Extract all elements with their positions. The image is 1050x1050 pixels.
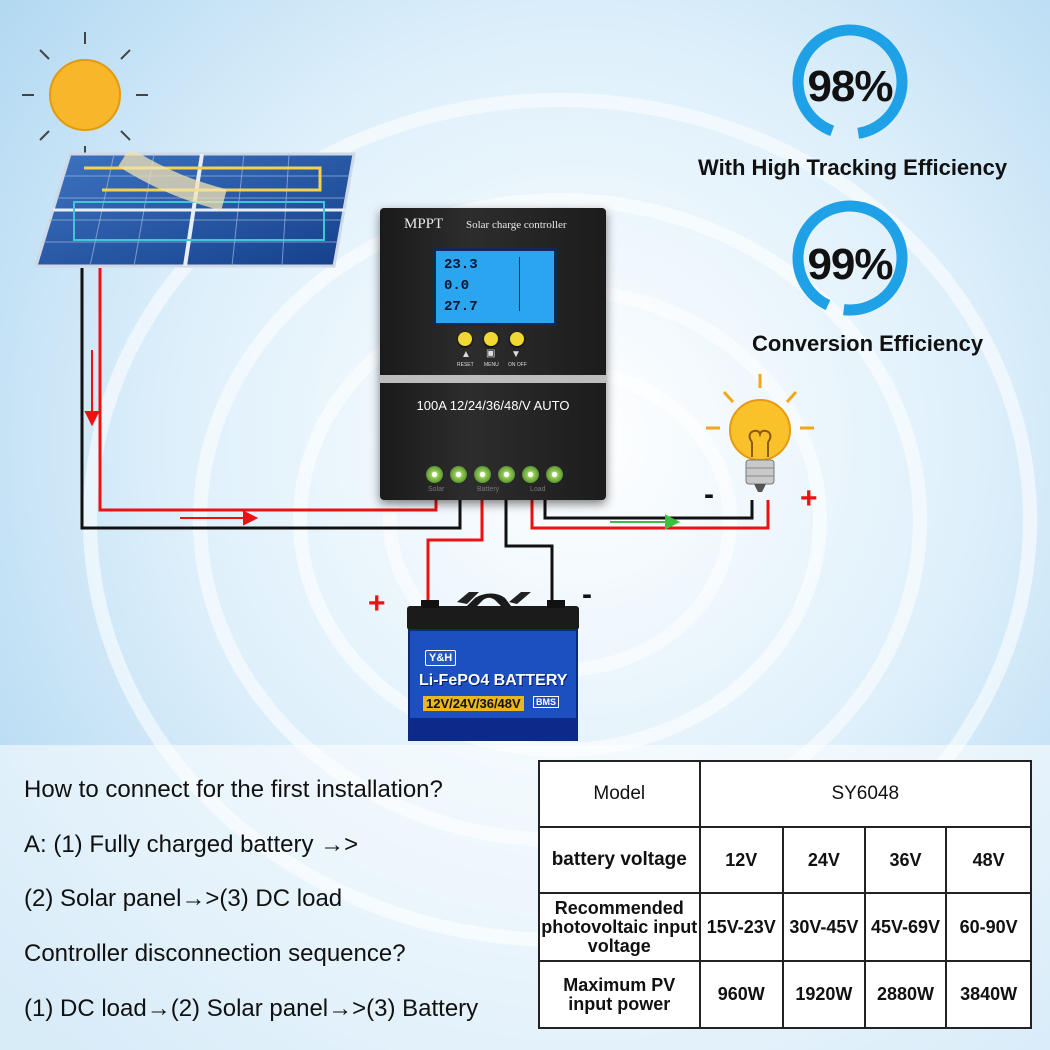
- row-label-cell: battery voltage: [538, 826, 701, 894]
- menu-label: MENU: [484, 362, 499, 368]
- solar-terminal-label: Solar: [428, 486, 445, 493]
- battery-terminal-label: Battery: [477, 486, 500, 493]
- table-cell: 1920W: [782, 960, 866, 1029]
- row-label-cell: Maximum PV input power: [538, 960, 701, 1029]
- table-row: Model SY6048: [538, 760, 1033, 828]
- load-terminal-positive[interactable]: [522, 466, 539, 483]
- lcd-row-3: 27.7: [444, 299, 478, 315]
- down-arrow-icon: ▼: [511, 349, 521, 360]
- table-cell: 3840W: [945, 960, 1032, 1029]
- efficiency-value-98: 98%: [807, 62, 893, 111]
- controller-title: Solar charge controller: [466, 219, 567, 231]
- lcd-row-2: 0.0: [444, 278, 470, 294]
- battery-minus-sign: -: [582, 578, 592, 611]
- menu-icon: ▣: [486, 348, 496, 359]
- table-cell: 60-90V: [945, 892, 1032, 962]
- table-cell: 30V-45V: [782, 892, 866, 962]
- battery-terminal-positive[interactable]: [474, 466, 491, 483]
- battery-terminal-negative[interactable]: [498, 466, 515, 483]
- efficiency-label-tracking: With High Tracking Efficiency: [698, 155, 1008, 180]
- lcd-row-1: 23.3: [444, 257, 478, 273]
- battery-bms-badge: BMS: [533, 696, 559, 708]
- up-arrow-icon: ▲: [461, 349, 471, 360]
- efficiency-ring-99: [792, 200, 908, 316]
- instruction-line-5: (1) DC load→(2) Solar panel→>(3) Battery: [24, 995, 479, 1022]
- instruction-line-2: A: (1) Fully charged battery →>: [24, 831, 359, 858]
- table-cell: 45V-69V: [863, 892, 948, 962]
- table-cell: 48V: [945, 826, 1032, 894]
- load-terminal-negative[interactable]: [546, 466, 563, 483]
- lcd-display: 23.3 0.0 27.7: [433, 248, 557, 326]
- instruction-line-1: How to connect for the first installatio…: [24, 776, 443, 803]
- solar-terminal-negative[interactable]: [450, 466, 467, 483]
- mppt-controller: MPPT Solar charge controller 23.3 0.0 27…: [380, 208, 606, 500]
- model-header-cell: Model: [538, 760, 701, 828]
- reset-button[interactable]: [458, 332, 472, 346]
- model-value-cell: SY6048: [698, 760, 1033, 828]
- sun-icon: [22, 32, 148, 158]
- solar-panel: [34, 152, 356, 268]
- table-cell: 960W: [698, 960, 785, 1029]
- instruction-line-3: (2) Solar panel→>(3) DC load: [24, 885, 343, 912]
- table-row: battery voltage 12V 24V 36V 48V: [538, 826, 1032, 894]
- divider-strip: [380, 375, 606, 383]
- load-minus-sign: -: [704, 478, 714, 511]
- on-off-label: ON OFF: [508, 362, 527, 368]
- efficiency-ring-98: [792, 24, 908, 140]
- efficiency-label-conversion: Conversion Efficiency: [752, 331, 984, 356]
- lifepo4-battery: Y&H Li-FePO4 BATTERY 12V/24V/36/48V BMS: [405, 592, 583, 742]
- battery-plus-sign: +: [368, 587, 386, 620]
- light-bulb-icon: [706, 374, 814, 492]
- instruction-line-4: Controller disconnection sequence?: [24, 940, 406, 967]
- table-cell: 24V: [782, 826, 866, 894]
- controller-brand: MPPT: [404, 216, 444, 232]
- battery-brand-logo: Y&H: [425, 650, 457, 666]
- reset-label: RESET: [457, 362, 474, 368]
- load-terminal-label: Load: [530, 486, 546, 493]
- row-label-cell: Recommended photovoltaic input voltage: [538, 892, 701, 962]
- load-plus-sign: +: [800, 482, 818, 515]
- spec-table: Model SY6048 battery voltage 12V 24V 36V…: [538, 760, 1033, 1029]
- table-cell: 36V: [863, 826, 948, 894]
- solar-terminal-positive[interactable]: [426, 466, 443, 483]
- table-cell: 12V: [698, 826, 785, 894]
- table-row: Recommended photovoltaic input voltage 1…: [538, 892, 1032, 962]
- on-off-button[interactable]: [510, 332, 524, 346]
- battery-body: [407, 592, 579, 741]
- table-cell: 15V-23V: [698, 892, 785, 962]
- menu-button[interactable]: [484, 332, 498, 346]
- battery-title: Li-FePO4 BATTERY: [419, 672, 568, 689]
- lcd-status-panel: [519, 257, 550, 311]
- controller-rating: 100A 12/24/36/48/V AUTO: [416, 398, 570, 413]
- table-cell: 2880W: [863, 960, 948, 1029]
- table-row: Maximum PV input power 960W 1920W 2880W …: [538, 960, 1032, 1029]
- battery-voltage-label: 12V/24V/36/48V: [423, 696, 524, 711]
- efficiency-value-99: 99%: [807, 240, 893, 289]
